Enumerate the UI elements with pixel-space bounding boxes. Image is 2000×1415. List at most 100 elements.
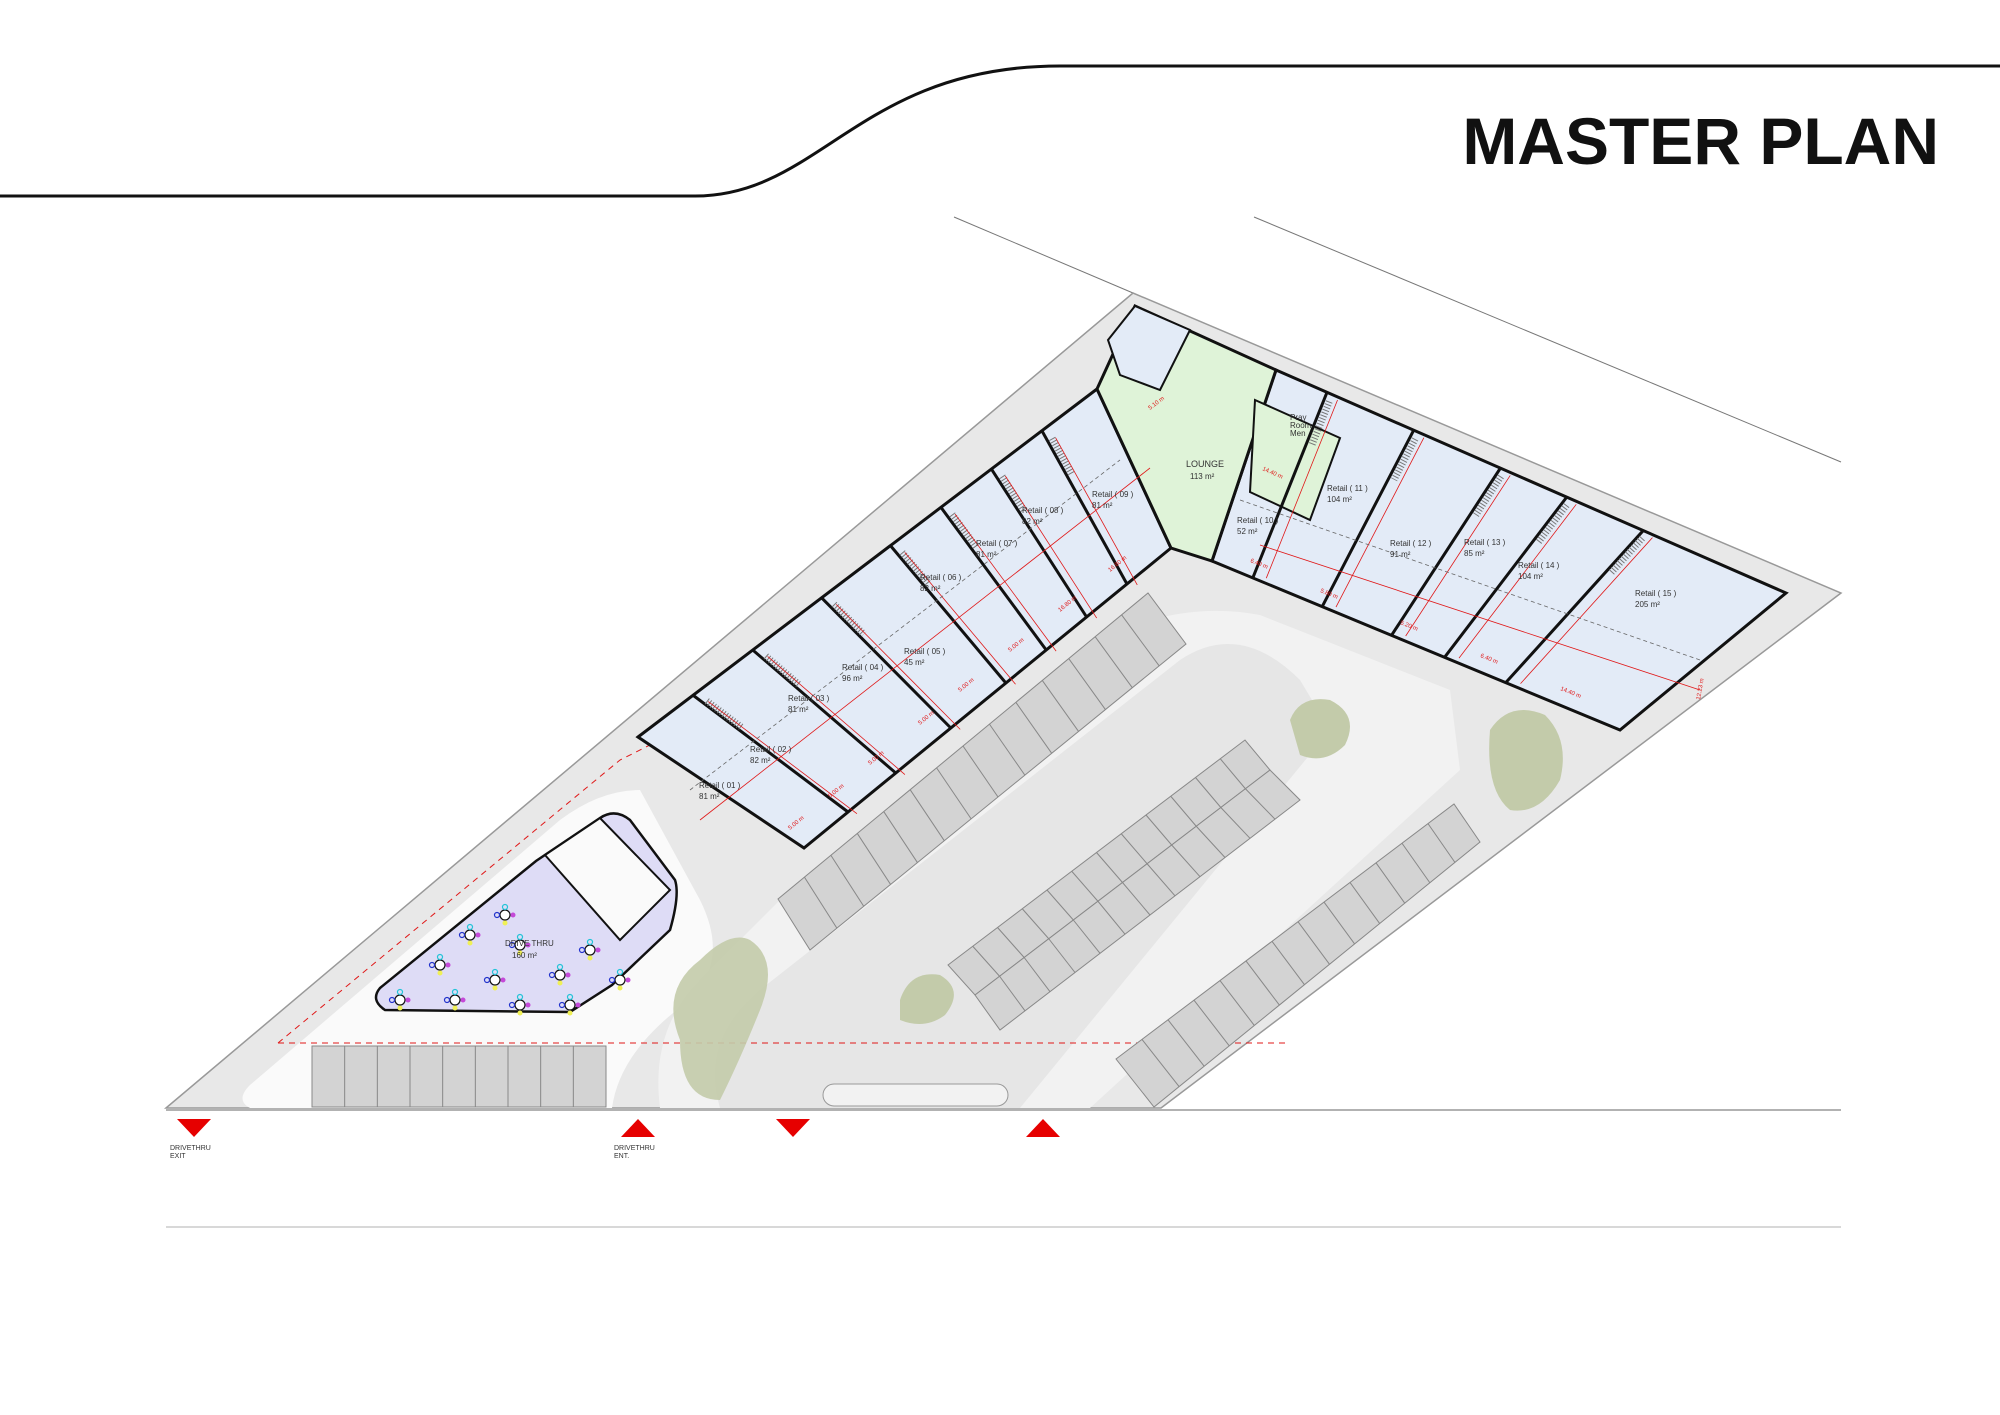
boundary-line <box>953 216 1134 294</box>
parking-stall-line <box>1072 919 1101 954</box>
tree-icon <box>1290 699 1350 759</box>
parking-stall-line <box>1193 999 1230 1047</box>
gate-label: ENT. <box>614 1153 629 1160</box>
entry-arrow-icon <box>1026 1119 1060 1137</box>
dimension-line <box>1265 399 1338 579</box>
table-icon <box>578 938 601 961</box>
lounge-area: 113 m² <box>1190 472 1215 481</box>
parking-stall-line <box>1245 788 1276 820</box>
parking-stall-line <box>989 723 1026 776</box>
unit-name: Retail ( 10 ) <box>1237 516 1279 525</box>
retail-unit-label: Retail ( 05 )45 m² <box>904 647 946 667</box>
unit-area: 52 m² <box>1237 527 1258 536</box>
parking-stall-line <box>883 811 918 863</box>
parking-stall-line <box>936 767 972 820</box>
unit-name: Retail ( 12 ) <box>1390 539 1432 548</box>
stair-icon <box>831 601 867 637</box>
parking-stall-line <box>1323 901 1356 945</box>
unit-divisions <box>689 391 1701 821</box>
parking-row <box>311 1045 607 1108</box>
unit-name: Retail ( 14 ) <box>1518 561 1560 570</box>
unit-name: Retail ( 09 ) <box>1092 490 1134 499</box>
retail-unit-label: Retail ( 10 ) 52 m² <box>1237 516 1279 536</box>
retail-unit-label: Retail ( 11 ) 104 m² <box>1327 484 1368 504</box>
dimension-line <box>835 604 961 730</box>
retail-unit-label: Retail ( 06 ) 82 m² <box>920 573 962 593</box>
gate-label: DRIVETHRU <box>170 1145 211 1152</box>
parking-stall-line <box>1015 701 1053 754</box>
unit-area: 82 m² <box>920 584 941 593</box>
unit-wall <box>990 468 1088 618</box>
parking-stall-line <box>1122 882 1151 916</box>
parking-stall-line <box>856 833 891 885</box>
parking-stall-line <box>1097 900 1126 935</box>
parking-area <box>311 592 1481 1108</box>
stair-icon <box>763 653 802 688</box>
unit-name: Retail ( 04 ) <box>842 663 884 672</box>
parking-stall-line <box>1120 833 1148 865</box>
unit-area: 85 m² <box>1464 549 1485 558</box>
retail-unit-label: Retail ( 07 )81 m² <box>976 539 1018 559</box>
dimension-line <box>707 701 858 814</box>
unit-wall <box>1390 467 1502 637</box>
parking-stall-line <box>999 975 1026 1012</box>
table-icon <box>508 933 531 956</box>
parking-stall-line <box>1021 908 1050 940</box>
parking-stall-line <box>1121 614 1160 667</box>
parking-stall-line <box>1096 852 1123 883</box>
page-title: MASTER PLAN <box>1462 104 1939 178</box>
unit-name: Retail ( 15 ) <box>1635 589 1677 598</box>
unit-name: Retail ( 13 ) <box>1464 538 1506 547</box>
unit-name: Retail ( 11 ) <box>1327 484 1368 493</box>
unit-name: Retail ( 06 ) <box>920 573 962 582</box>
circulation-dashed-line <box>277 739 661 1044</box>
table-icon <box>483 968 506 991</box>
parking-stall-line <box>1068 658 1106 710</box>
trees <box>673 699 1563 1107</box>
parking-stall-line <box>1094 636 1133 689</box>
header-curve <box>0 64 2000 198</box>
lounge-name: LOUNGE <box>1186 459 1224 469</box>
unit-wall <box>1443 496 1568 659</box>
access-marker <box>776 1119 810 1137</box>
stair-icon <box>949 512 980 550</box>
parking-stall-line <box>1195 825 1226 858</box>
parking-stall-line <box>1023 957 1051 992</box>
dimension-line <box>1458 504 1577 659</box>
parking-stall-line <box>962 745 999 798</box>
parking-stall-line <box>1146 863 1176 897</box>
retail-unit-label: Retail ( 09 )81 m² <box>1092 490 1134 510</box>
kitchen <box>543 816 672 942</box>
pray-room-label: Room <box>1290 421 1312 430</box>
unit-name: Retail ( 05 ) <box>904 647 946 656</box>
dimension-line <box>1520 537 1653 684</box>
unit-name: Retail ( 02 ) <box>750 745 792 754</box>
parking-stall-line <box>972 945 1000 977</box>
toilet-block <box>1106 304 1192 392</box>
unit-area: 82 m² <box>750 756 771 765</box>
unit-wall <box>820 596 952 730</box>
dimension-label: 12.23 m <box>1696 678 1706 700</box>
unit-name: Retail ( 08 ) <box>1022 506 1064 515</box>
table-icon <box>558 993 581 1016</box>
unit-wall <box>1504 529 1645 684</box>
parking-stall-line <box>1171 844 1201 878</box>
seating <box>388 903 631 1016</box>
table-icon <box>493 903 516 926</box>
parking-stall-line <box>1375 862 1406 904</box>
parking-stall-line <box>1349 882 1381 924</box>
unit-area: 81 m² <box>699 792 720 801</box>
parking-stall-line <box>1219 758 1246 790</box>
unit-wall <box>751 648 897 775</box>
table-icon <box>508 993 531 1016</box>
retail-unit-label: Retail ( 14 ) 104 m² <box>1518 561 1560 581</box>
stair-icon <box>899 550 932 587</box>
unit-area: 104 m² <box>1518 572 1543 581</box>
retail-unit-label: Retail ( 15 )205 m² <box>1635 589 1677 609</box>
parking-stall-line <box>804 876 838 929</box>
parking-stall-line <box>1145 814 1173 846</box>
parking-stall-line <box>1170 795 1197 827</box>
parking-stall-line <box>997 927 1025 958</box>
unit-area: 104 m² <box>1327 495 1352 504</box>
